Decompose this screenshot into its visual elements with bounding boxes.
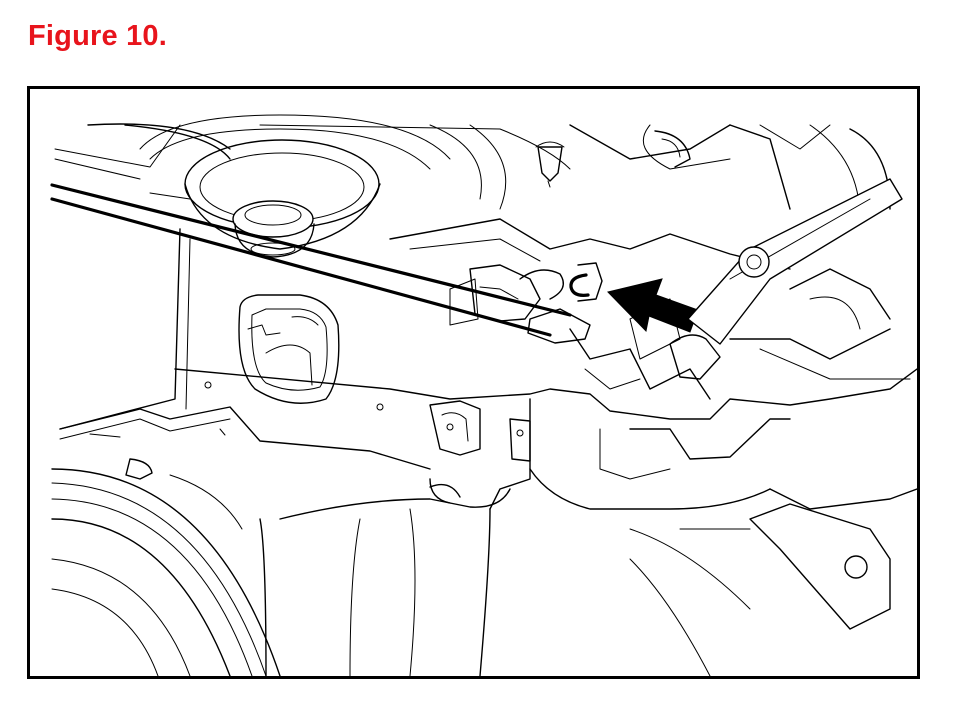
figure-title: Figure 10.	[28, 20, 167, 52]
retaining-clip	[569, 262, 603, 302]
locating-pin	[535, 141, 565, 188]
upper-floor-panel	[54, 123, 891, 220]
underbody-line-drawing	[50, 114, 917, 676]
cable-bracket	[389, 218, 791, 344]
wheel-arch	[51, 468, 281, 676]
fuel-tank	[259, 508, 416, 676]
body-side-panel	[59, 228, 384, 430]
rear-crossmember	[569, 268, 911, 400]
spare-tire-well	[139, 114, 451, 258]
lower-floor-panel	[59, 368, 917, 676]
parking-brake-cable	[50, 183, 572, 337]
suspension-arm	[629, 178, 903, 380]
callout-arrow	[607, 278, 699, 333]
figure-frame	[27, 86, 920, 679]
